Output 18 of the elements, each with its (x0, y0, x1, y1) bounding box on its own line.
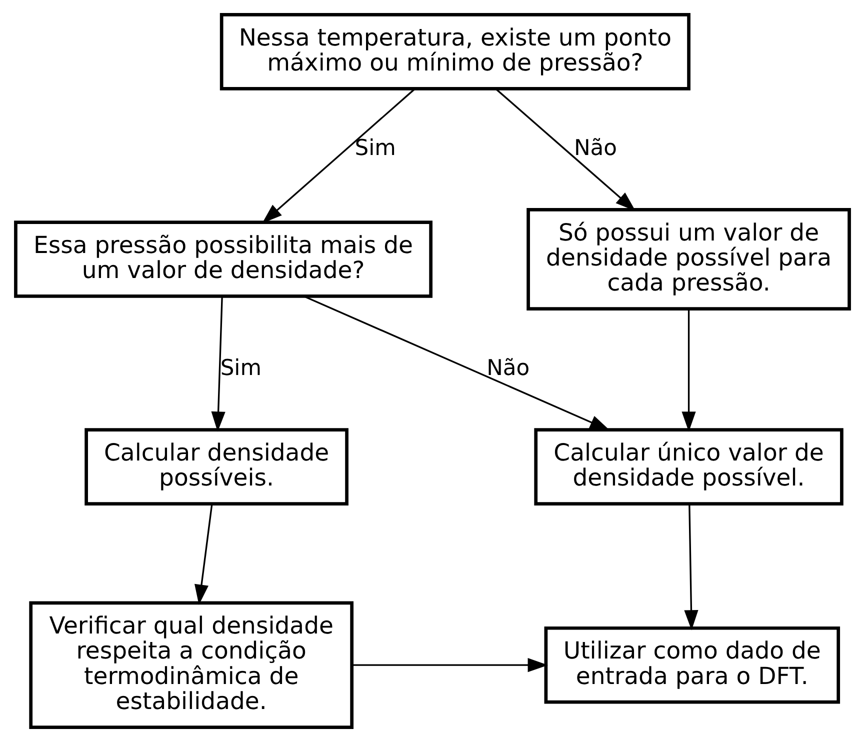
node-box: Essa pressão possibilita mais de um valor de densidade? (14, 220, 432, 298)
edge-label: Não (574, 136, 618, 161)
node-box: Calcular único valor de densidade possível. (534, 428, 844, 506)
node-box: Calcular densidade possíveis. (84, 428, 348, 506)
arrow (211, 296, 226, 432)
edge-label: Sim (354, 136, 396, 161)
arrow (194, 504, 213, 605)
node-box: Nessa temperatura, existe um ponto máximo ou mínimo de pressão? (220, 13, 690, 90)
arrow (262, 88, 416, 224)
edge-label: Sim (220, 356, 262, 382)
node-box: Utilizar como dado de entrada para o DFT. (544, 626, 840, 704)
arrow (684, 504, 698, 630)
arrow (682, 309, 696, 432)
arrow (303, 295, 610, 431)
node-box: Verificar qual densidade respeita a condição termodinâmica de estabilidade. (29, 601, 354, 729)
arrow (352, 658, 548, 672)
node-box: Só possui um valor de densidade possível para cada pressão. (526, 208, 851, 310)
edge-label: Não (486, 356, 530, 382)
